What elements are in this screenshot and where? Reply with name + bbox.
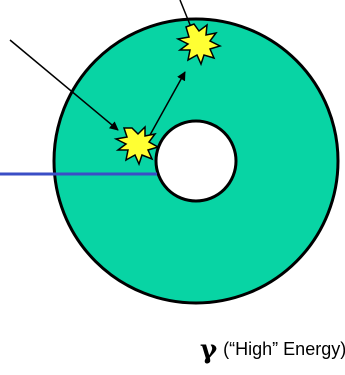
- gamma-symbol: γ: [200, 335, 218, 365]
- gamma-energy-caption: γ(“High” Energy): [200, 335, 345, 365]
- interaction-star-2: [175, 23, 223, 67]
- central-hole: [154, 119, 238, 203]
- scattered-gamma-arrow: [149, 71, 186, 136]
- caption-text: (“High” Energy): [223, 339, 345, 359]
- interaction-star-1: [113, 125, 160, 167]
- incoming-gamma-arrow: [9, 39, 119, 131]
